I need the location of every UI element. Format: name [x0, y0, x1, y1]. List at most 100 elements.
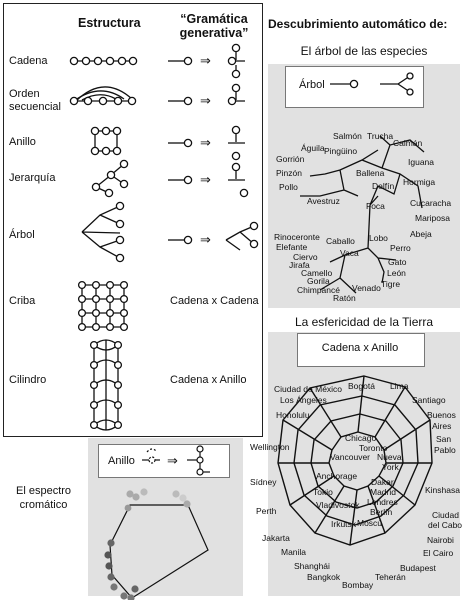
species-foca: Foca: [366, 201, 385, 211]
city-dakar: Dakar: [371, 477, 394, 487]
city-nueva: Nueva: [377, 452, 402, 462]
city-berlin: Berlín: [370, 507, 393, 517]
city-pablo: Pablo: [434, 445, 456, 455]
svg-text:⇒: ⇒: [200, 93, 211, 108]
city-budapest: Budapest: [400, 563, 436, 573]
spectrum-label-line1: El espectro: [16, 485, 72, 497]
right-title: Descubrimiento automático de:: [268, 17, 448, 31]
city-santiago: Santiago: [412, 395, 446, 405]
species-ballena: Ballena: [356, 168, 385, 178]
city-tokio: Tokio: [313, 487, 333, 497]
grammar-header-line1: “Gramática: [180, 12, 248, 26]
species-pollo: Pollo: [279, 182, 298, 192]
orden-line1: Orden: [9, 88, 40, 100]
species-caballo: Caballo: [326, 236, 355, 246]
svg-text:⇒: ⇒: [200, 172, 211, 187]
species-gorrion: Gorrión: [276, 154, 305, 164]
species-lobo: Lobo: [369, 233, 388, 243]
column-header-structure: Estructura: [78, 16, 141, 30]
svg-text:⇒: ⇒: [200, 135, 211, 150]
species-raton: Ratón: [333, 293, 356, 303]
city-del-cabo: del Cabo: [428, 520, 463, 530]
species-gorila: Gorila: [307, 276, 330, 286]
city-kinshasa: Kinshasa: [425, 485, 460, 495]
orden-line2: secuencial: [9, 101, 61, 113]
city-los-angeles: Los Ángeles: [280, 395, 327, 405]
row-label-cilindro: Cilindro: [9, 374, 47, 386]
species-gato: Gato: [388, 257, 407, 267]
city-el-cairo: El Cairo: [423, 548, 454, 558]
city-toronto: Toronto: [359, 443, 388, 453]
row-label-jerarquia: Jerarquía: [9, 172, 56, 184]
column-header-grammar: “Gramática generativa”: [172, 12, 256, 40]
species-delfin: Delfín: [372, 181, 395, 191]
svg-text:⇒: ⇒: [200, 232, 211, 247]
city-aires: Aires: [432, 421, 452, 431]
species-avestruz: Avestruz: [307, 196, 340, 206]
grammar-text-cilindro: Cadena x Anillo: [170, 374, 247, 386]
structures-panel: [3, 3, 263, 437]
city-vladivostok: Vladivostok: [316, 500, 360, 510]
city-bangkok: Bangkok: [307, 572, 341, 582]
species-aguila: Águila: [301, 143, 325, 153]
species-salmon: Salmón: [333, 131, 362, 141]
city-jakarta: Jakarta: [262, 533, 290, 543]
city-nairobi: Nairobi: [427, 535, 454, 545]
tree-panel-title: El árbol de las especies: [300, 44, 428, 58]
row-label-arbol: Árbol: [9, 229, 35, 241]
grammar-rules: [168, 43, 259, 251]
species-elefante: Elefante: [276, 242, 308, 252]
city-bogota: Bogotá: [348, 381, 375, 391]
species-jirafa: Jirafa: [289, 260, 310, 270]
species-leon: León: [387, 268, 406, 278]
species-pinguino: Pingüino: [324, 146, 358, 156]
city-wellington: Wellington: [250, 442, 290, 452]
spectrum-label-line2: cromático: [19, 499, 68, 511]
species-mariposa: Mariposa: [415, 213, 450, 223]
species-camello: Camello: [301, 268, 333, 278]
city-moscu: Moscú: [357, 518, 383, 528]
species-trucha: Trucha: [367, 131, 394, 141]
species-perro: Perro: [390, 243, 411, 253]
tree-rule-label: Árbol: [299, 79, 325, 91]
city-chicago: Chicago: [345, 433, 377, 443]
city-mexico: Ciudad de México: [274, 384, 343, 394]
grammar-text-criba: Cadena x Cadena: [170, 295, 259, 307]
city-anchorage: Anchorage: [316, 471, 358, 481]
city-irkutsk: Irkutsk: [331, 519, 357, 529]
svg-text:⇒: ⇒: [200, 53, 211, 68]
city-honolulu: Honolulu: [276, 410, 310, 420]
species-ciervo: Ciervo: [293, 252, 318, 262]
sphere-rule-box: [297, 333, 425, 367]
city-manila: Manila: [281, 547, 307, 557]
sphere-rule-label: Cadena x Anillo: [321, 342, 399, 354]
species-cucaracha: Cucaracha: [410, 198, 452, 208]
city-shanghai: Shanghái: [294, 561, 330, 571]
city-vancouver: Vancouver: [330, 452, 371, 462]
row-label-orden: Orden secuencial: [9, 88, 61, 114]
row-label-anillo: Anillo: [9, 136, 36, 148]
city-san: San: [436, 434, 452, 444]
grammar-header-line2: generativa”: [179, 26, 249, 40]
species-iguana: Iguana: [408, 157, 434, 167]
species-abeja: Abeja: [410, 229, 432, 239]
city-perth: Perth: [256, 506, 277, 516]
grid-structure: [77, 280, 129, 332]
species-tigre: Tigre: [381, 279, 401, 289]
species-pinzon: Pinzón: [276, 168, 302, 178]
city-ciudad: Ciudad: [432, 510, 459, 520]
sphere-panel-title: La esfericidad de la Tierra: [294, 315, 434, 329]
city-teheran: Teherán: [375, 572, 406, 582]
city-londres: Londres: [367, 497, 398, 507]
species-vaca: Vaca: [340, 248, 359, 258]
spectrum-label: El espectro cromático: [16, 484, 71, 512]
species-venado: Venado: [352, 283, 381, 293]
city-sidney: Sídney: [250, 477, 277, 487]
row-label-cadena: Cadena: [9, 55, 48, 67]
spectrum-rule-label: Anillo: [108, 455, 135, 467]
species-chimpance: Chimpancé: [297, 285, 340, 295]
city-bombay: Bombay: [342, 580, 374, 590]
